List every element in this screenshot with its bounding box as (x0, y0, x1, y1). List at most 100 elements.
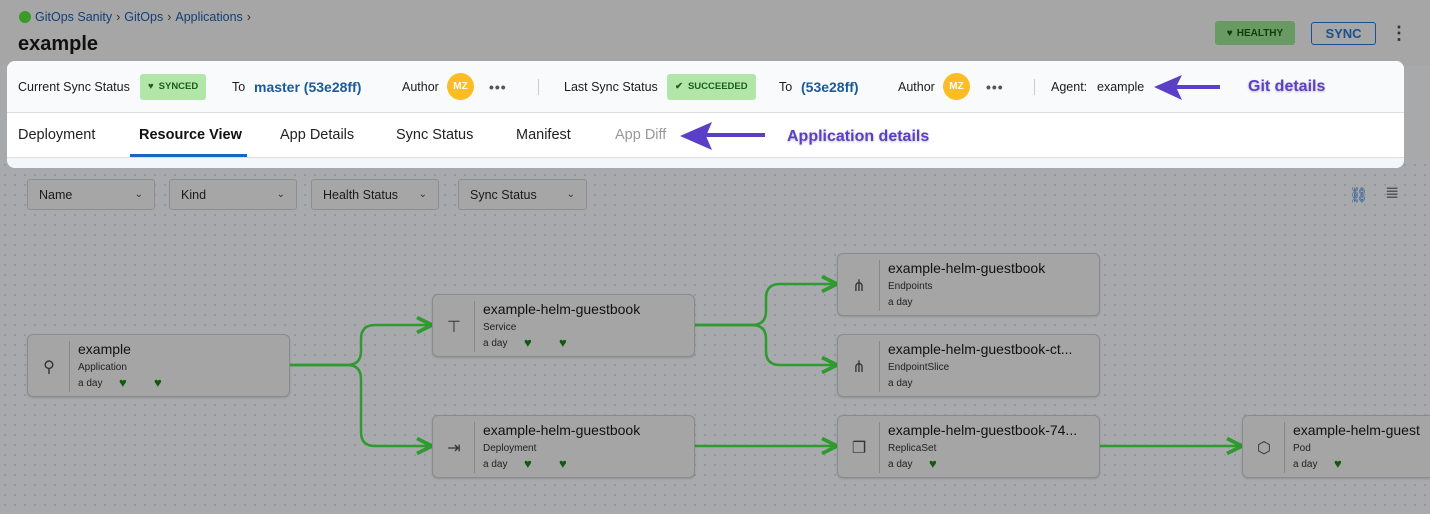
node-name: example-helm-guestbook-74... (888, 422, 1078, 438)
breadcrumb-separator-icon: › (167, 10, 172, 24)
avatar: MZ (943, 73, 970, 100)
resource-canvas[interactable] (0, 160, 1430, 514)
resource-node[interactable]: ⊤ example-helm-guestbook Service a day ♥… (432, 294, 695, 357)
replicaset-icon: ❐ (851, 439, 867, 457)
succeeded-badge: ✔ SUCCEEDED (667, 73, 756, 100)
edge (695, 323, 837, 365)
node-divider (474, 422, 475, 473)
more-icon[interactable]: ••• (986, 78, 1004, 95)
breadcrumb-separator-icon: › (246, 10, 251, 24)
last-revision-link[interactable]: (53e28ff) (801, 78, 859, 95)
list-view-icon[interactable]: ≣ (1385, 183, 1400, 202)
service-icon: ⊤ (447, 318, 461, 336)
filter-kind-label: Kind (181, 187, 207, 202)
annotation-git-details: Git details (1248, 78, 1326, 95)
node-age: a day (78, 378, 103, 389)
node-kind: Deployment (483, 443, 537, 454)
edge (695, 284, 837, 327)
node-age: a day (888, 459, 913, 470)
health-badge-label: HEALTHY (1236, 27, 1284, 39)
node-divider (1284, 422, 1285, 473)
node-divider (879, 422, 880, 473)
filter-name-label: Name (39, 187, 73, 202)
breadcrumb-applications[interactable]: Applications (175, 10, 243, 24)
succeeded-badge-label: SUCCEEDED (687, 81, 748, 92)
resource-node[interactable]: ⬡ example-helm-guest Pod a day ♥ (1242, 415, 1430, 478)
resource-node[interactable]: ⇥ example-helm-guestbook Deployment a da… (432, 415, 695, 478)
breadcrumb-gitops[interactable]: GitOps (124, 10, 164, 24)
tab-sync-status[interactable]: Sync Status (396, 127, 474, 143)
sync-button[interactable]: SYNC (1311, 22, 1376, 45)
synced-badge: ♥SYNCED (140, 73, 207, 100)
endpoints-icon: ⋔ (852, 277, 866, 295)
chevron-down-icon: ⌄ (276, 189, 285, 200)
node-name: example-helm-guestbook (888, 260, 1046, 276)
node-divider (879, 260, 880, 311)
tab-manifest[interactable]: Manifest (516, 127, 571, 143)
chevron-down-icon: ⌄ (134, 189, 143, 200)
tab-app-diff[interactable]: App Diff (615, 127, 667, 143)
health-badge: ♥HEALTHY (1215, 21, 1295, 45)
node-name: example-helm-guestbook-ct... (888, 341, 1073, 357)
pod-icon: ⬡ (1257, 439, 1271, 457)
node-kind: Service (483, 322, 517, 333)
node-age: a day (888, 297, 913, 308)
node-kind: ReplicaSet (888, 443, 937, 454)
chevron-down-icon: ⌄ (566, 189, 575, 200)
sync-heart-icon: ♥ (559, 335, 567, 350)
resource-node[interactable]: ⚲ example Application a day ♥ ♥ (27, 334, 290, 397)
edge (290, 363, 432, 446)
annotation-application-details: Application details (787, 128, 930, 145)
tab-resource-view[interactable]: Resource View (139, 127, 242, 143)
tab-app-details[interactable]: App Details (280, 127, 355, 143)
node-age: a day (483, 459, 508, 470)
filter-health-status[interactable]: Health Status⌄ (311, 179, 439, 210)
node-name: example-helm-guestbook (483, 301, 641, 317)
breadcrumb-separator-icon: › (116, 10, 121, 24)
health-heart-icon: ♥ (524, 335, 532, 350)
health-heart-icon: ♥ (1334, 456, 1342, 471)
tab-deployment[interactable]: Deployment (18, 127, 96, 143)
resource-node[interactable]: ⋔ example-helm-guestbook Endpoints a day (837, 253, 1100, 316)
node-divider (879, 341, 880, 392)
node-name: example (78, 341, 131, 357)
node-kind: Application (78, 362, 127, 373)
active-tab-indicator (130, 154, 247, 157)
avatar: MZ (447, 73, 474, 100)
application-icon: ⚲ (43, 358, 55, 376)
node-name: example-helm-guest (1293, 422, 1420, 438)
agent-value: example (1097, 79, 1145, 94)
filter-kind[interactable]: Kind ⌄ (169, 179, 297, 210)
last-sync-label: Last Sync Status (564, 79, 658, 94)
filter-sync-status[interactable]: Sync Status ⌄ (458, 179, 587, 210)
chevron-down-icon: ⌄ (418, 189, 427, 200)
breadcrumb-gitops-sanity[interactable]: GitOps Sanity (35, 10, 113, 24)
check-circle-icon: ✔ (675, 81, 683, 92)
divider (1034, 78, 1035, 95)
node-kind: Endpoints (888, 281, 933, 292)
more-options-icon[interactable]: ⋮ (1390, 23, 1408, 43)
heart-icon: ♥ (1226, 27, 1233, 39)
sync-heart-icon: ♥ (154, 375, 162, 390)
divider (538, 78, 539, 95)
edge (290, 325, 432, 367)
more-icon[interactable]: ••• (489, 78, 507, 95)
filter-sync-status-label: Sync Status (470, 187, 537, 202)
filter-name[interactable]: Name ⌄ (27, 179, 155, 210)
to-label: To (779, 79, 793, 94)
gitops-logo-icon (19, 11, 31, 23)
current-revision-link[interactable]: master (53e28ff) (254, 78, 362, 95)
health-heart-icon: ♥ (929, 456, 937, 471)
node-age: a day (888, 378, 913, 389)
application-details-arrowhead-icon (680, 122, 712, 150)
resource-node[interactable]: ⋔ example-helm-guestbook-ct... EndpointS… (837, 334, 1100, 397)
agent-label: Agent: (1051, 79, 1088, 94)
tab-bar: Deployment Resource View App Details Syn… (7, 113, 1404, 157)
sync-heart-icon: ♥ (559, 456, 567, 471)
node-name: example-helm-guestbook (483, 422, 641, 438)
app-details-panel: Current Sync Status ♥SYNCED To master (5… (7, 61, 1404, 168)
tree-view-icon[interactable]: ⛓ (1349, 187, 1369, 204)
resource-node[interactable]: ❐ example-helm-guestbook-74... ReplicaSe… (837, 415, 1100, 478)
